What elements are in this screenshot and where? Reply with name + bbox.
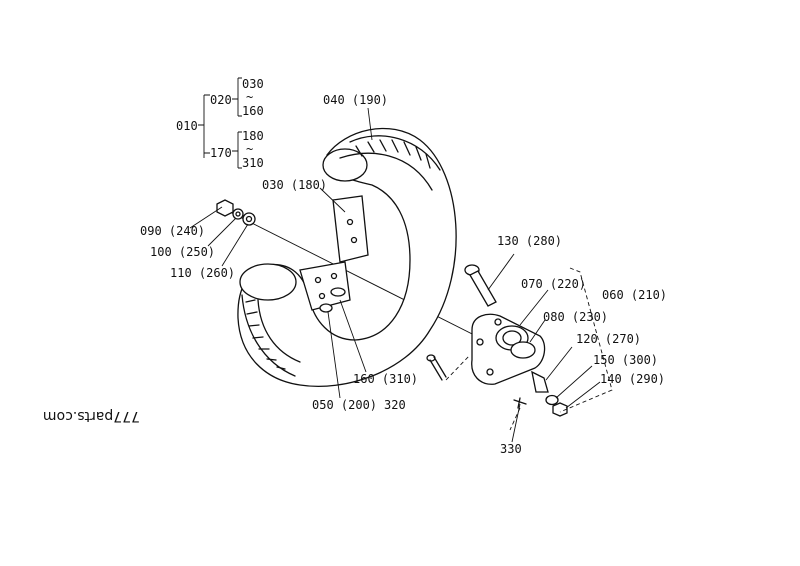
hub-stud — [494, 318, 502, 326]
label-060: 060 (210) — [602, 288, 667, 302]
tread-upper-inner — [339, 152, 433, 191]
washer-150 — [545, 394, 559, 406]
label-080: 080 (230) — [543, 310, 608, 324]
watermark: 777parts.com — [43, 408, 140, 424]
valve-stem — [319, 303, 333, 313]
pin-dash-lines — [445, 354, 521, 431]
tree-group-b-label: 170 — [210, 146, 232, 160]
leader-080 — [529, 319, 546, 343]
rim-hole — [330, 272, 338, 280]
tread-blocks-lower — [245, 299, 286, 370]
hub-stud — [476, 338, 484, 346]
fasteners-right — [531, 370, 568, 417]
tree-group-a-to: 160 — [242, 104, 264, 118]
label-110: 110 (260) — [170, 266, 235, 280]
label-030: 030 (180) — [262, 178, 327, 192]
tread-blocks-upper — [355, 139, 431, 169]
rim-bolt — [330, 287, 346, 297]
label-120: 120 (270) — [576, 332, 641, 346]
tire — [237, 127, 457, 387]
assembly-tree: 010 020 170 030 ~ 160 180 ~ 310 — [176, 77, 264, 170]
leader-120 — [545, 346, 573, 381]
group-060-bracket — [559, 267, 613, 413]
leader-090 — [189, 206, 223, 229]
leader-150 — [555, 365, 593, 399]
tree-group-a-from: 030 — [242, 77, 264, 91]
part-labels: 040 (190) 030 (180) 090 (240) 100 (250) … — [140, 93, 667, 456]
tire-upper-opening — [322, 148, 368, 182]
tree-root-bracket — [198, 95, 205, 158]
rim-hole — [314, 276, 322, 284]
bearing — [510, 341, 536, 359]
leader-110 — [221, 223, 249, 267]
rim-hole — [350, 236, 358, 244]
label-090: 090 (240) — [140, 224, 205, 238]
rim-lower-half — [299, 261, 351, 311]
hub-assembly — [471, 313, 546, 385]
collar-120 — [531, 370, 549, 393]
label-050: 050 (200) — [312, 398, 377, 412]
pin-head — [426, 354, 436, 362]
bolt-130 — [464, 264, 497, 307]
tread-upper-edge — [349, 135, 441, 171]
axle-pin — [426, 354, 527, 431]
hex-nut — [216, 199, 234, 217]
tree-group-b-from: 180 — [242, 129, 264, 143]
label-100: 100 (250) — [150, 245, 215, 259]
leader-lines — [189, 107, 613, 443]
nut-140 — [552, 402, 568, 417]
tree-group-a-tilde: ~ — [246, 90, 253, 104]
label-070: 070 (220) — [521, 277, 586, 291]
leader-070 — [519, 289, 549, 326]
wheel-axis-line — [229, 211, 501, 349]
tree-group-b-bracket — [232, 131, 242, 169]
rim-hole — [318, 292, 326, 300]
hub-bore — [502, 330, 522, 346]
pin-shaft — [429, 356, 447, 381]
rim — [299, 195, 369, 313]
leader-140 — [565, 381, 601, 409]
tree-root-label: 010 — [176, 119, 198, 133]
leader-100 — [207, 217, 237, 247]
label-150: 150 (300) — [593, 353, 658, 367]
bolt-shank — [469, 270, 497, 307]
label-040: 040 (190) — [323, 93, 388, 107]
leader-050 — [327, 311, 341, 399]
leader-160 — [339, 299, 367, 373]
label-330: 330 — [500, 442, 522, 456]
fasteners-left — [216, 199, 256, 226]
flat-washer-hole — [245, 215, 253, 223]
rim-hole — [346, 218, 354, 226]
tread-lower-edge — [241, 294, 296, 377]
leader-040 — [367, 107, 373, 141]
tree-group-b-to: 310 — [242, 156, 264, 170]
leader-330 — [511, 403, 521, 443]
cotter-pin — [513, 397, 527, 409]
label-320: 320 — [384, 398, 406, 412]
tire-lower-opening — [239, 263, 297, 301]
tree-group-b-tilde: ~ — [246, 142, 253, 156]
tree-root-ticks — [204, 94, 210, 154]
tread-lower-inner — [257, 299, 301, 363]
label-160: 160 (310) — [353, 372, 418, 386]
tree-group-a-bracket — [232, 77, 242, 117]
hub-stud — [486, 368, 494, 376]
leader-030 — [319, 187, 346, 213]
lock-washer-hole — [235, 211, 241, 217]
tree-group-a-label: 020 — [210, 93, 232, 107]
rim-upper-half — [332, 195, 369, 263]
leader-130 — [487, 253, 515, 291]
label-140: 140 (290) — [600, 372, 665, 386]
label-130: 130 (280) — [497, 234, 562, 248]
